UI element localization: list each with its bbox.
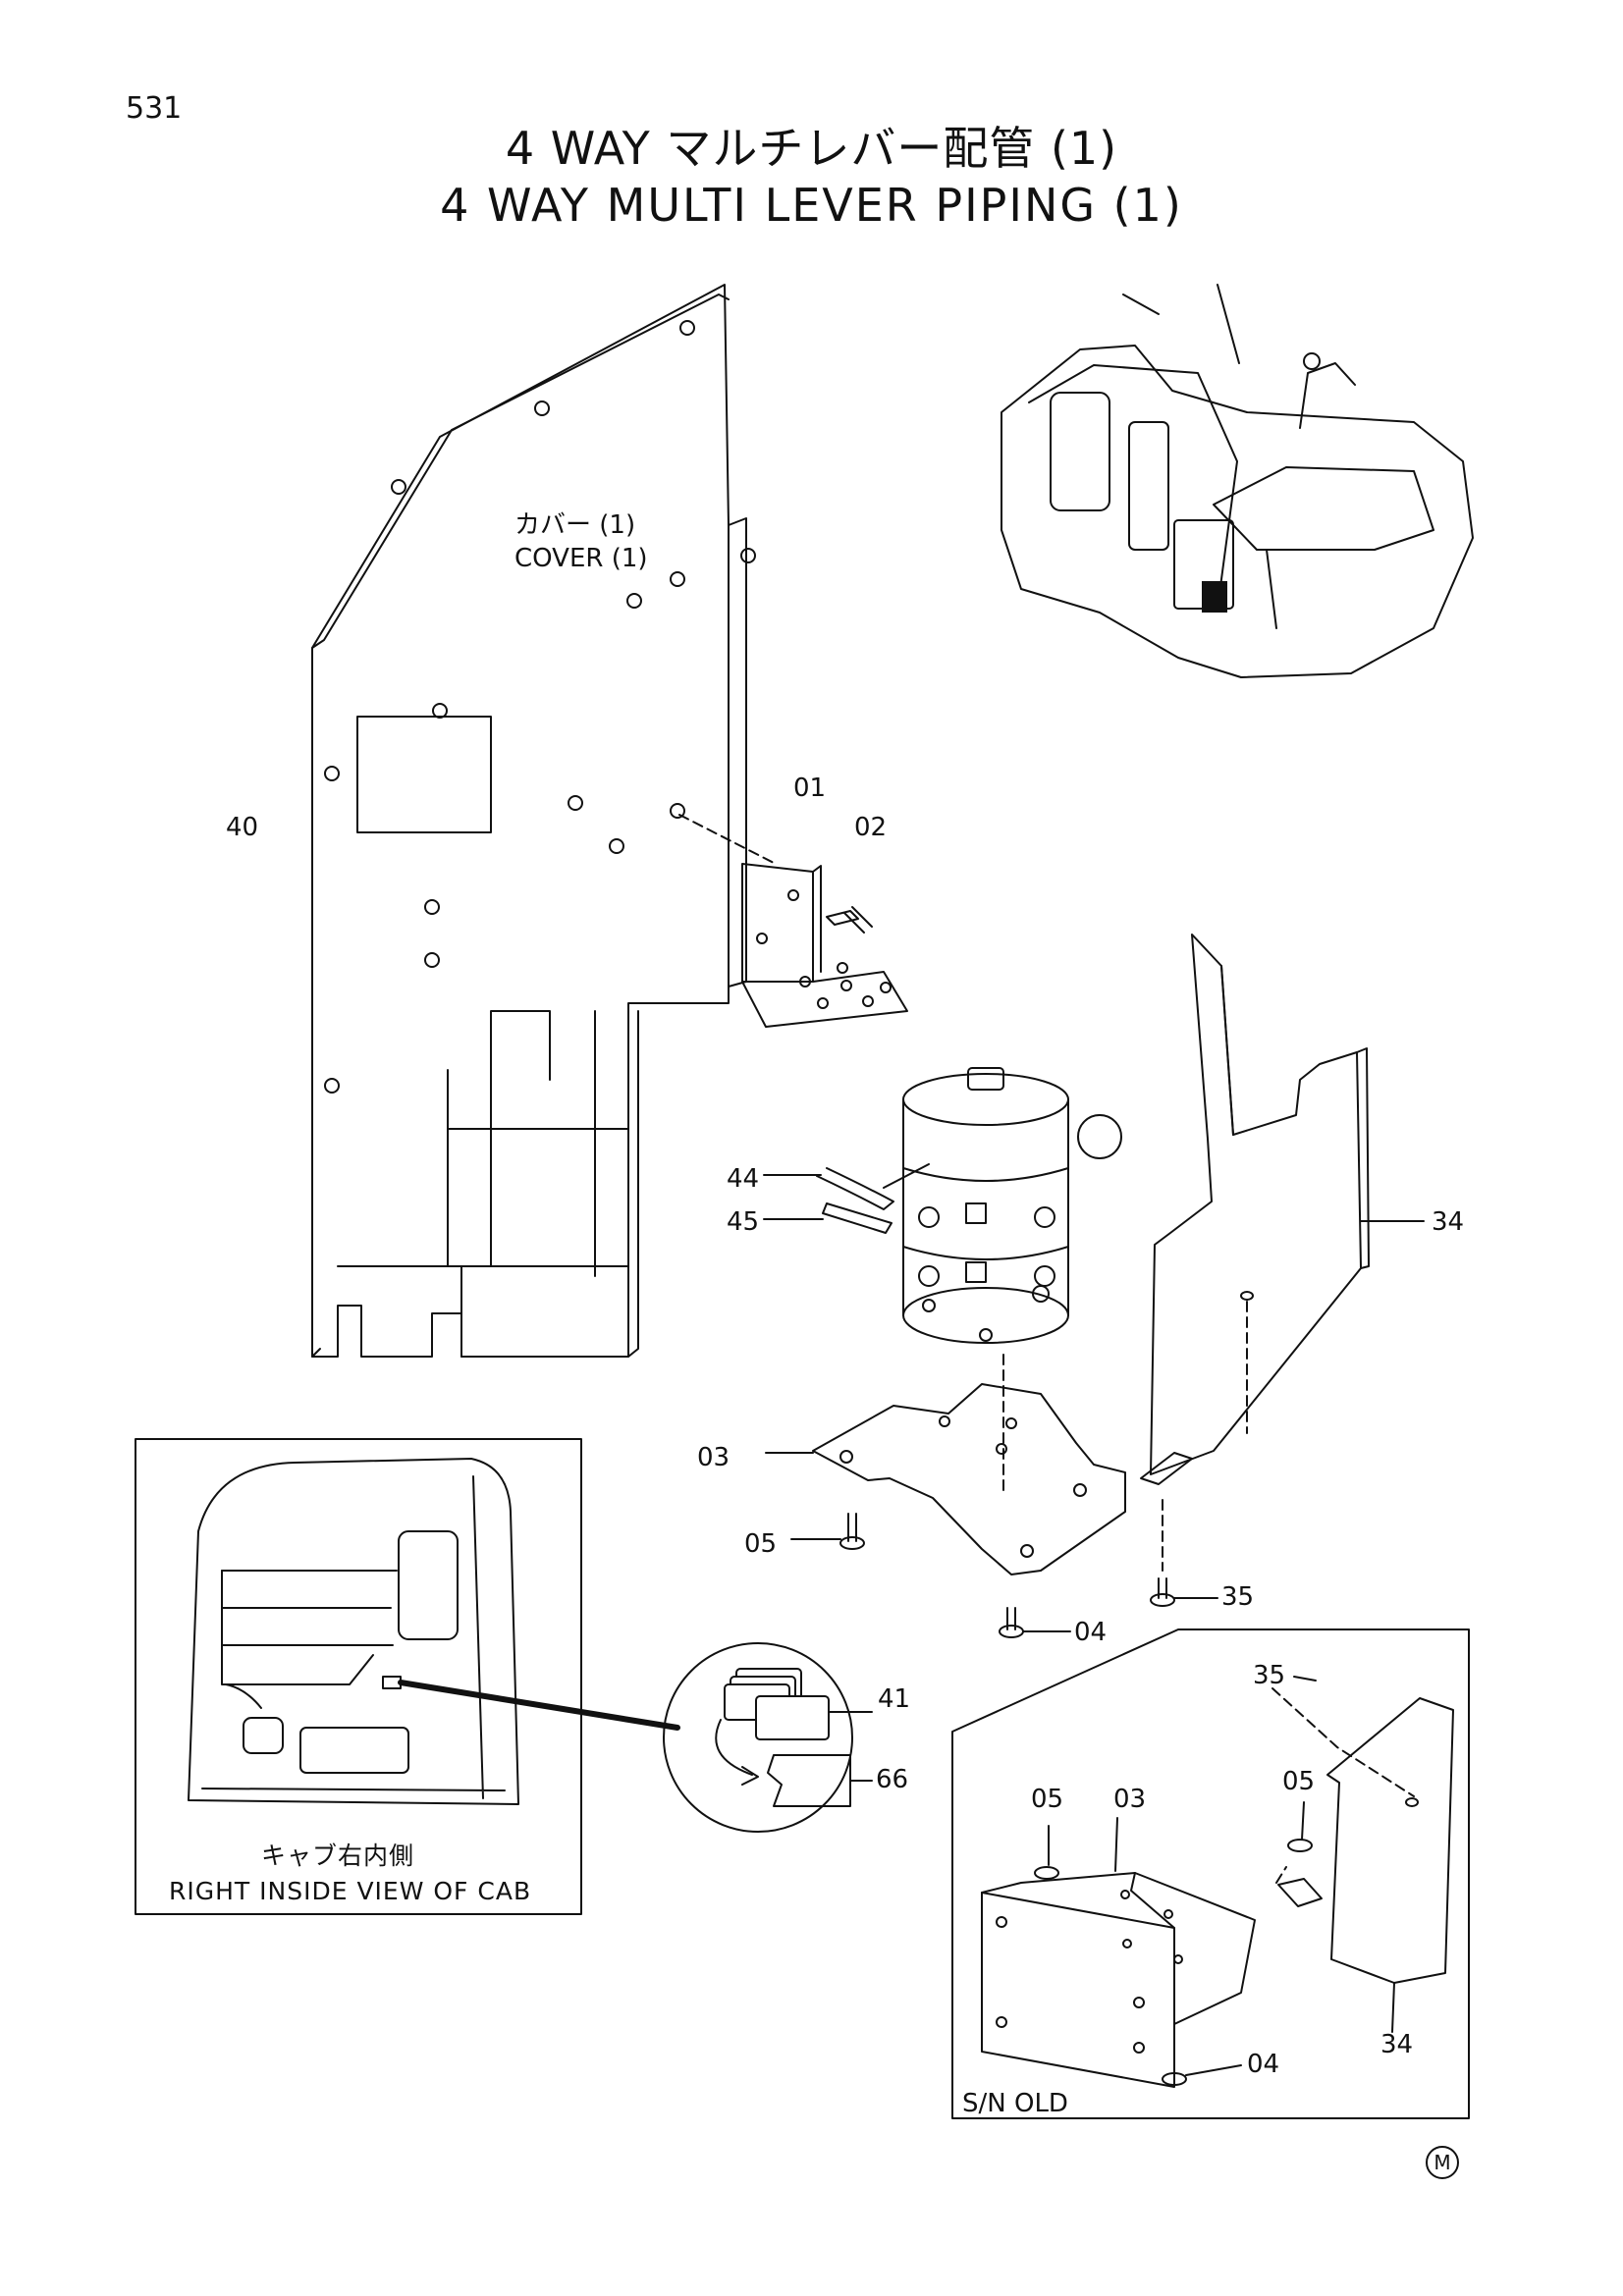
old-callout-05-right: 05 <box>1282 1767 1316 1796</box>
cab-view-caption-english: RIGHT INSIDE VIEW OF CAB <box>169 1877 532 1905</box>
label-strips-44-45 <box>764 1164 929 1233</box>
decal-detail-circle <box>664 1643 872 1832</box>
callout-01: 01 <box>793 774 827 803</box>
sn-old-detail <box>952 1629 1469 2118</box>
old-callout-05-left: 05 <box>1031 1785 1064 1814</box>
bolt-05 <box>791 1514 864 1549</box>
callout-45: 45 <box>727 1207 760 1237</box>
bolt-35 <box>1151 1500 1217 1606</box>
old-callout-04: 04 <box>1247 2050 1280 2079</box>
callout-05: 05 <box>744 1529 778 1559</box>
bolt-04 <box>1000 1608 1070 1637</box>
bolt-02 <box>827 907 872 933</box>
excavator-overview <box>1001 285 1473 677</box>
callout-40: 40 <box>226 813 259 842</box>
manual-mark: M <box>1426 2146 1459 2179</box>
callout-34: 34 <box>1432 1207 1465 1237</box>
old-callout-03: 03 <box>1113 1785 1147 1814</box>
page-title-japanese: 4 WAY マルチレバー配管 (1) <box>505 122 1118 175</box>
bracket-03 <box>766 1384 1125 1575</box>
page-number: 531 <box>126 91 183 126</box>
callout-03: 03 <box>697 1443 730 1472</box>
cover-label-japanese: カバー (1) <box>514 510 636 540</box>
callout-44: 44 <box>727 1164 760 1194</box>
pilot-valve <box>903 1068 1121 1492</box>
bracket-01 <box>679 815 907 1027</box>
old-detail-caption: S/N OLD <box>962 2089 1068 2118</box>
old-callout-34: 34 <box>1380 2030 1414 2059</box>
callout-41: 41 <box>878 1684 911 1714</box>
callout-66: 66 <box>876 1765 909 1794</box>
cover-panel <box>312 285 755 1357</box>
callout-02: 02 <box>854 813 888 842</box>
callout-35: 35 <box>1221 1582 1255 1612</box>
cover-label-english: COVER (1) <box>514 544 648 573</box>
cab-inside-view <box>135 1439 677 1914</box>
callout-04: 04 <box>1074 1618 1108 1647</box>
page-title-english: 4 WAY MULTI LEVER PIPING (1) <box>440 179 1183 232</box>
cab-view-caption-japanese: キャブ右内側 <box>261 1842 415 1870</box>
old-callout-35: 35 <box>1253 1661 1286 1690</box>
shield-34 <box>1141 934 1424 1484</box>
